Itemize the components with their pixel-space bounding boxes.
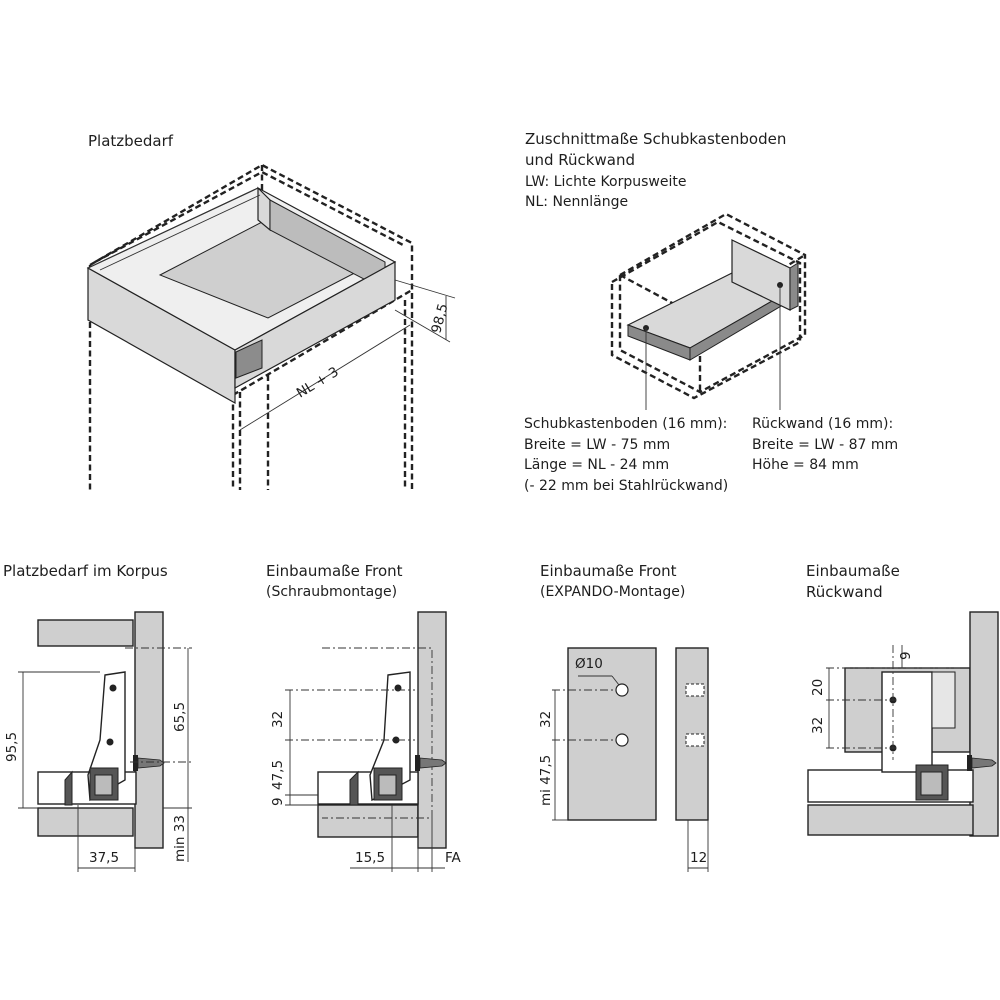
length-dimension-label: NL + 3 bbox=[294, 364, 342, 401]
rw-20-label: 20 bbox=[810, 679, 826, 696]
lw-definition: LW: Lichte Korpusweite bbox=[525, 174, 686, 190]
front-9-label: 9 bbox=[270, 797, 286, 806]
front-fa-label: FA bbox=[445, 850, 462, 866]
boden-title: Schubkastenboden (16 mm): bbox=[524, 416, 727, 432]
nl-definition: NL: Nennlänge bbox=[525, 194, 628, 210]
cut-dimensions-drawing bbox=[610, 212, 807, 410]
korpus-37-label: 37,5 bbox=[89, 850, 119, 866]
heading-front-screw: Einbaumaße Front bbox=[266, 562, 403, 580]
heading-rueckwand-2: Rückwand bbox=[806, 583, 883, 601]
expando-d10-label: Ø10 bbox=[575, 656, 603, 672]
back-panel-drawing: 9 20 32 bbox=[807, 611, 999, 837]
korpus-65-label: 65,5 bbox=[172, 702, 188, 732]
rw-9-label: 9 bbox=[898, 651, 914, 660]
front-screw-drawing: 32 47,5 9 15,5 FA bbox=[270, 611, 462, 872]
subheading-front-expando: (EXPANDO-Montage) bbox=[540, 584, 685, 600]
heading-zuschnitt-1: Zuschnittmaße Schubkastenboden bbox=[525, 130, 786, 148]
rueck-hoehe: Höhe = 84 mm bbox=[752, 457, 859, 473]
front-15-label: 15,5 bbox=[355, 850, 385, 866]
heading-platzbedarf: Platzbedarf bbox=[88, 132, 174, 150]
cabinet-space-drawing: 95,5 65,5 min 33 37,5 bbox=[4, 611, 192, 872]
front-expando-drawing: 32 mi 47,5 Ø10 12 bbox=[538, 647, 709, 872]
drawer-space-requirement-drawing: 98,5 NL + 3 bbox=[86, 163, 456, 490]
rueck-title: Rückwand (16 mm): bbox=[752, 416, 893, 432]
heading-rueckwand-1: Einbaumaße bbox=[806, 562, 900, 580]
subheading-front-screw: (Schraubmontage) bbox=[266, 584, 397, 600]
heading-korpus: Platzbedarf im Korpus bbox=[3, 562, 168, 580]
boden-stahl: (- 22 mm bei Stahlrückwand) bbox=[524, 478, 728, 494]
heading-front-expando: Einbaumaße Front bbox=[540, 562, 677, 580]
rueck-breite: Breite = LW - 87 mm bbox=[752, 437, 898, 453]
front-32-label: 32 bbox=[270, 711, 286, 728]
rw-32-label: 32 bbox=[810, 717, 826, 734]
expando-12-label: 12 bbox=[690, 850, 707, 866]
expando-32-label: 32 bbox=[538, 711, 554, 728]
height-dimension-label: 98,5 bbox=[428, 302, 451, 335]
korpus-95-label: 95,5 bbox=[4, 732, 20, 762]
boden-laenge: Länge = NL - 24 mm bbox=[524, 457, 669, 473]
boden-breite: Breite = LW - 75 mm bbox=[524, 437, 670, 453]
expando-mi47-label: mi 47,5 bbox=[538, 755, 554, 806]
korpus-min33-label: min 33 bbox=[172, 815, 188, 862]
heading-zuschnitt-2: und Rückwand bbox=[525, 151, 635, 169]
front-47-label: 47,5 bbox=[270, 760, 286, 790]
